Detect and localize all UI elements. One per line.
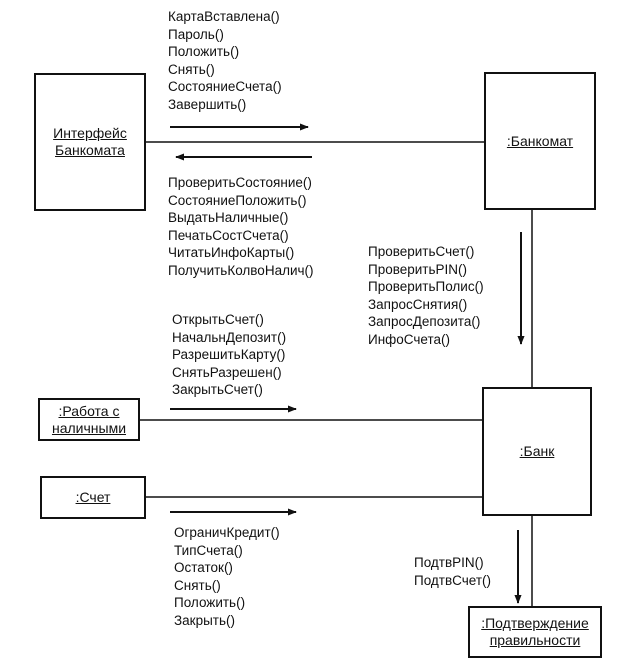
message: СостояниеСчета() (168, 79, 282, 95)
message: Пароль() (168, 26, 224, 42)
message: ЗапросСнятия() (368, 296, 468, 312)
message: ЧитатьИнфоКарты() (168, 245, 295, 261)
account-object: :Счет (40, 476, 146, 519)
messages-to-atm: КартаВставлена() Пароль() Положить() Сня… (168, 8, 282, 114)
message: Закрыть() (174, 612, 235, 628)
message: ЗапросДепозита() (368, 314, 481, 330)
message: Положить() (174, 595, 246, 611)
atm-interface-label: Интерфейс Банкомата (53, 125, 127, 158)
message: ПечатьСостСчета() (168, 227, 289, 243)
message: ПроверитьPIN() (368, 261, 468, 277)
messages-bank-to-confirm: ПодтвPIN() ПодтвСчет() (414, 554, 491, 589)
messages-account-to-bank: ОграничКредит() ТипСчета() Остаток() Сня… (174, 524, 280, 630)
message: ОткрытьСчет() (172, 312, 264, 327)
cash-label: :Работа с наличными (51, 402, 127, 436)
message: Положить() (168, 44, 240, 60)
message: НачальнДепозит() (172, 329, 287, 345)
message: РазрешитьКарту() (172, 347, 286, 363)
bank-object: :Банк (482, 387, 592, 516)
cash-object: :Работа с наличными (38, 398, 140, 441)
message: Остаток() (174, 560, 233, 576)
messages-to-interface: ПроверитьСостояние() СостояниеПоложить()… (168, 174, 314, 280)
message: ВыдатьНаличные() (168, 210, 289, 226)
atm-object: :Банкомат (484, 72, 596, 210)
message: ИнфоСчета() (368, 331, 450, 347)
message: ТипСчета() (174, 542, 243, 558)
message: ПроверитьСостояние() (168, 175, 312, 190)
message: КартаВставлена() (168, 9, 280, 24)
message: ПодтвСчет() (414, 572, 492, 588)
confirm-label: :Подтверждение правильности (481, 615, 589, 648)
confirm-object: :Подтверждение правильности (468, 606, 602, 658)
atm-interface-object: Интерфейс Банкомата (34, 73, 146, 211)
message: Снять() (174, 577, 221, 593)
message: ЗакрытьСчет() (172, 382, 263, 398)
message: Завершить() (168, 96, 247, 112)
atm-label: :Банкомат (506, 132, 574, 149)
message: СнятьРазрешен() (172, 364, 282, 380)
message: ПроверитьПолис() (368, 279, 484, 295)
message: ПроверитьСчет() (368, 244, 475, 259)
message: Снять() (168, 61, 215, 77)
message: ПодтвPIN() (414, 555, 484, 570)
account-label: :Счет (75, 489, 111, 505)
message: СостояниеПоложить() (168, 192, 307, 208)
messages-cash-to-bank: ОткрытьСчет() НачальнДепозит() Разрешить… (172, 311, 286, 399)
message: ОграничКредит() (174, 525, 280, 540)
messages-atm-to-bank: ПроверитьСчет() ПроверитьPIN() Проверить… (368, 243, 484, 349)
message: ПолучитьКолвоНалич() (168, 262, 314, 278)
bank-label: :Банк (519, 443, 555, 459)
